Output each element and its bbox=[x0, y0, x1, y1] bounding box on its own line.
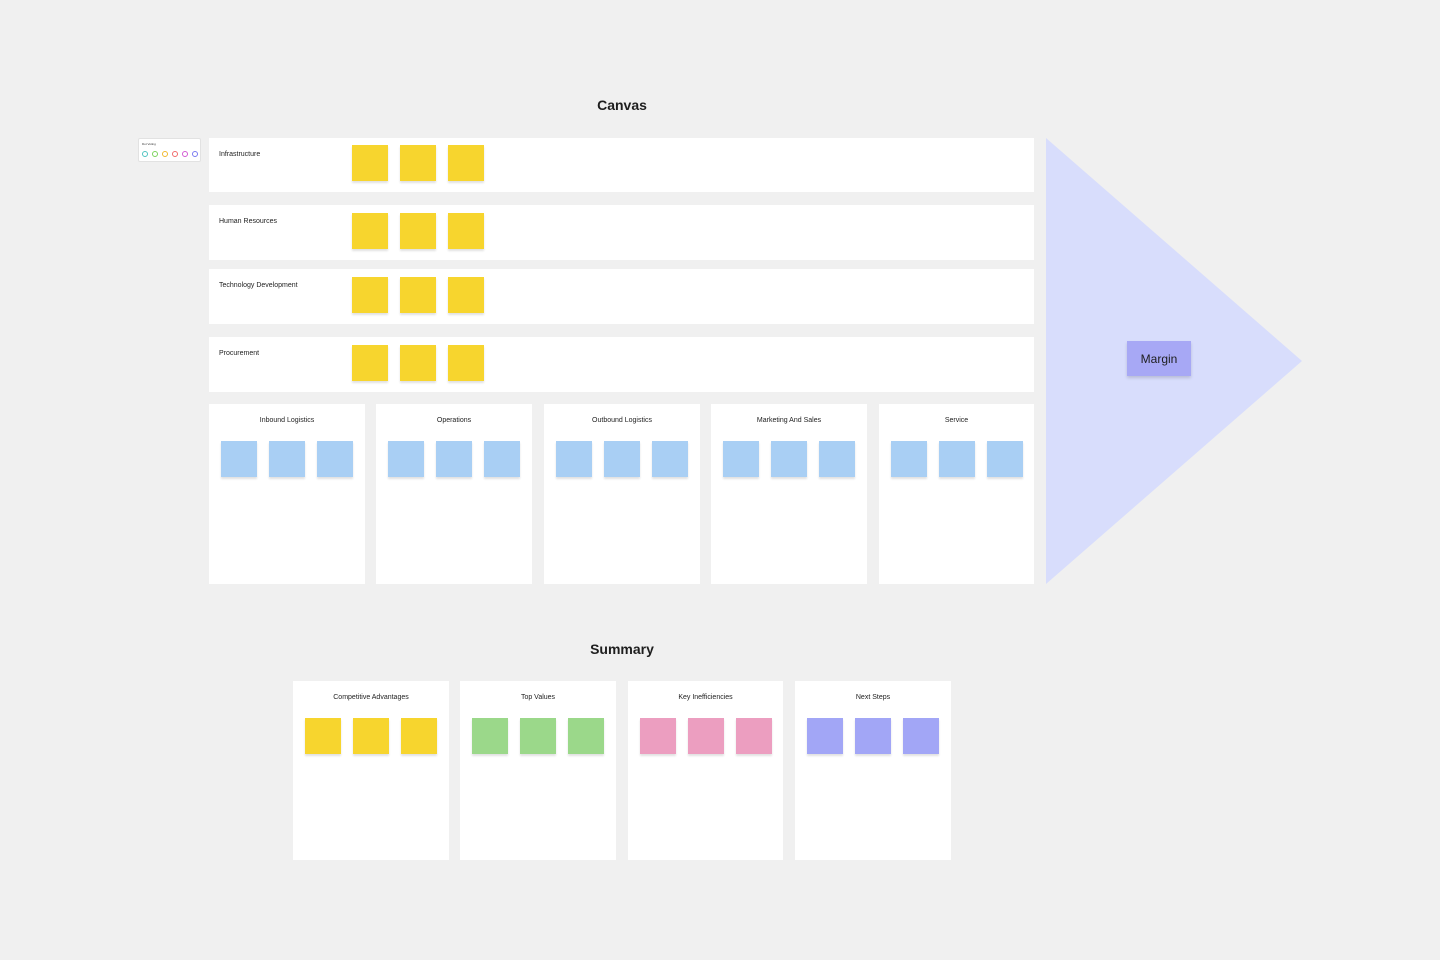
column-label: Operations bbox=[436, 417, 472, 424]
column-label: Marketing And Sales bbox=[756, 417, 822, 424]
dot-voting-widget[interactable]: Dot Voting bbox=[138, 138, 201, 162]
sticky-note[interactable] bbox=[353, 718, 389, 754]
column-label: Next Steps bbox=[855, 694, 891, 701]
sticky-note[interactable] bbox=[448, 213, 484, 249]
sticky-note[interactable] bbox=[520, 718, 556, 754]
sticky-note[interactable] bbox=[221, 441, 257, 477]
sticky-note[interactable] bbox=[640, 718, 676, 754]
sticky-note[interactable] bbox=[352, 145, 388, 181]
sticky-note[interactable] bbox=[688, 718, 724, 754]
sticky-note[interactable] bbox=[317, 441, 353, 477]
margin-sticky-note[interactable]: Margin bbox=[1127, 341, 1191, 376]
sticky-note[interactable] bbox=[568, 718, 604, 754]
sticky-note[interactable] bbox=[855, 718, 891, 754]
sticky-note[interactable] bbox=[352, 345, 388, 381]
sticky-note[interactable] bbox=[472, 718, 508, 754]
support-row-procurement[interactable]: Procurement bbox=[209, 337, 1034, 392]
sticky-note[interactable] bbox=[819, 441, 855, 477]
sticky-note[interactable] bbox=[556, 441, 592, 477]
vote-dot-icon[interactable] bbox=[152, 151, 158, 157]
sticky-note[interactable] bbox=[269, 441, 305, 477]
sticky-note[interactable] bbox=[400, 277, 436, 313]
primary-column-service[interactable]: Service bbox=[879, 404, 1034, 584]
canvas-title: Canvas bbox=[597, 97, 647, 113]
sticky-note[interactable] bbox=[352, 277, 388, 313]
sticky-note[interactable] bbox=[604, 441, 640, 477]
sticky-note[interactable] bbox=[400, 213, 436, 249]
column-label: Top Values bbox=[520, 694, 556, 701]
support-row-human-resources[interactable]: Human Resources bbox=[209, 205, 1034, 260]
sticky-note[interactable] bbox=[891, 441, 927, 477]
column-label: Outbound Logistics bbox=[592, 417, 652, 424]
sticky-note[interactable] bbox=[723, 441, 759, 477]
vote-dot-icon[interactable] bbox=[162, 151, 168, 157]
primary-column-marketing-and-sales[interactable]: Marketing And Sales bbox=[711, 404, 867, 584]
sticky-note[interactable] bbox=[448, 345, 484, 381]
column-label: Competitive Advantages bbox=[333, 694, 409, 701]
sticky-note[interactable] bbox=[987, 441, 1023, 477]
sticky-note[interactable] bbox=[352, 213, 388, 249]
sticky-note[interactable] bbox=[401, 718, 437, 754]
sticky-note[interactable] bbox=[400, 145, 436, 181]
sticky-note[interactable] bbox=[448, 145, 484, 181]
sticky-note[interactable] bbox=[807, 718, 843, 754]
sticky-note[interactable] bbox=[484, 441, 520, 477]
sticky-note[interactable] bbox=[305, 718, 341, 754]
vote-dot-icon[interactable] bbox=[142, 151, 148, 157]
dot-voting-title: Dot Voting bbox=[142, 142, 156, 146]
summary-column-top-values[interactable]: Top Values bbox=[460, 681, 616, 860]
support-row-technology-development[interactable]: Technology Development bbox=[209, 269, 1034, 324]
sticky-note[interactable] bbox=[400, 345, 436, 381]
summary-column-key-inefficiencies[interactable]: Key Inefficiencies bbox=[628, 681, 783, 860]
summary-column-next-steps[interactable]: Next Steps bbox=[795, 681, 951, 860]
column-label: Service bbox=[944, 417, 969, 424]
sticky-note[interactable] bbox=[448, 277, 484, 313]
sticky-note[interactable] bbox=[436, 441, 472, 477]
column-label: Inbound Logistics bbox=[259, 417, 315, 424]
sticky-note[interactable] bbox=[388, 441, 424, 477]
row-label: Procurement bbox=[219, 350, 260, 357]
primary-column-inbound-logistics[interactable]: Inbound Logistics bbox=[209, 404, 365, 584]
summary-column-competitive-advantages[interactable]: Competitive Advantages bbox=[293, 681, 449, 860]
row-label: Infrastructure bbox=[219, 151, 261, 158]
primary-column-outbound-logistics[interactable]: Outbound Logistics bbox=[544, 404, 700, 584]
vote-dot-icon[interactable] bbox=[172, 151, 178, 157]
vote-dot-icon[interactable] bbox=[192, 151, 198, 157]
sticky-note[interactable] bbox=[903, 718, 939, 754]
sticky-note[interactable] bbox=[652, 441, 688, 477]
column-label: Key Inefficiencies bbox=[678, 694, 733, 701]
sticky-note[interactable] bbox=[771, 441, 807, 477]
summary-title: Summary bbox=[590, 641, 654, 657]
support-row-infrastructure[interactable]: Infrastructure bbox=[209, 138, 1034, 192]
sticky-note[interactable] bbox=[736, 718, 772, 754]
primary-column-operations[interactable]: Operations bbox=[376, 404, 532, 584]
row-label: Technology Development bbox=[219, 282, 298, 289]
row-label: Human Resources bbox=[219, 218, 277, 225]
sticky-note[interactable] bbox=[939, 441, 975, 477]
vote-dot-icon[interactable] bbox=[182, 151, 188, 157]
